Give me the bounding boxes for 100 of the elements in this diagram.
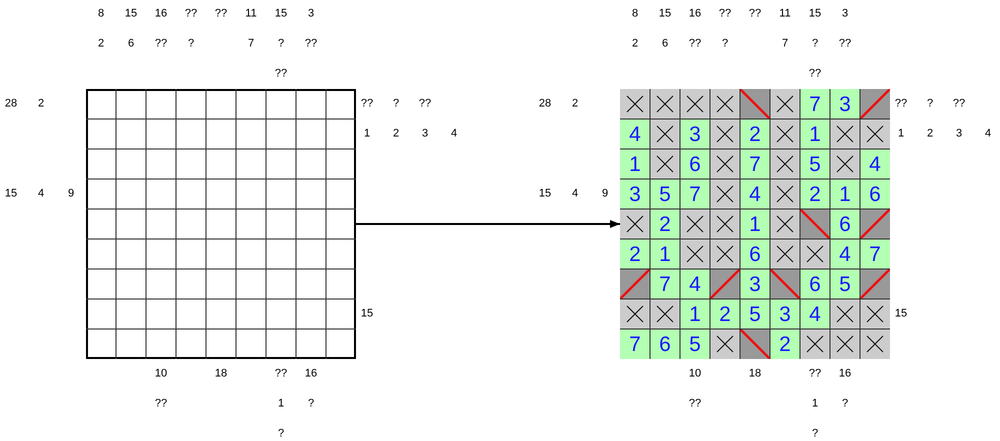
clue-number: 16	[154, 8, 168, 20]
cell-digit: 4	[869, 153, 881, 177]
clue-number: ?	[392, 98, 400, 110]
cell-digit: 7	[659, 273, 671, 297]
clue-number: ?	[278, 38, 284, 50]
clue-number: 28	[4, 98, 18, 110]
clue-number: ??	[418, 98, 432, 110]
clue-number: 2	[38, 98, 44, 110]
cell-digit: 1	[689, 303, 701, 327]
puzzle-grid	[620, 89, 890, 359]
cell-digit: 2	[809, 183, 821, 207]
clue-number: 11	[779, 8, 791, 20]
clue-number: ??	[838, 38, 852, 50]
clue-number: 3	[422, 128, 428, 140]
cell-digit: 7	[749, 153, 761, 177]
cell-digit: 3	[779, 303, 791, 327]
clue-number: 1	[898, 128, 904, 140]
cell-digit: 6	[659, 333, 671, 357]
cell-digit: 7	[869, 243, 881, 267]
cell-digit: 5	[659, 183, 671, 207]
cell-digit: 2	[629, 243, 641, 267]
clue-number: ??	[718, 8, 732, 20]
clue-number: 4	[450, 128, 458, 140]
clue-number: 16	[688, 8, 702, 20]
clue-number: 2	[98, 38, 104, 50]
clue-number: 1	[812, 398, 818, 410]
clue-number: 15	[274, 8, 288, 20]
clue-number: 2	[392, 128, 400, 140]
clue-number: ??	[184, 8, 198, 20]
clue-number: ?	[278, 428, 284, 440]
clue-number: ??	[808, 368, 822, 380]
clue-number: 15	[124, 8, 138, 20]
cell-digit: 2	[749, 123, 761, 147]
clue-number: 2	[572, 98, 578, 110]
cell-digit: 7	[629, 333, 641, 357]
cell-digit: 6	[869, 183, 881, 207]
cell-digit: 4	[749, 183, 761, 207]
cell-digit: 5	[809, 153, 821, 177]
cell-digit: 1	[749, 213, 761, 237]
clue-number: 16	[838, 368, 852, 380]
clue-number: ??	[214, 8, 228, 20]
cell-digit: 1	[809, 123, 821, 147]
clue-number: 18	[748, 368, 762, 380]
clue-number: ?	[308, 398, 314, 410]
clue-number: ??	[748, 8, 762, 20]
clue-number: 4	[572, 188, 578, 200]
clue-number: ??	[688, 38, 702, 50]
clue-number: ??	[154, 398, 168, 410]
clue-number: 10	[154, 368, 168, 380]
cell-digit: 5	[749, 303, 761, 327]
clue-number: 15	[808, 8, 822, 20]
clue-number: 2	[632, 38, 638, 50]
cell-digit: 2	[659, 213, 671, 237]
cell-digit: 2	[779, 333, 791, 357]
clue-number: 28	[538, 98, 552, 110]
clue-number: 15	[4, 188, 18, 200]
clue-number: 18	[214, 368, 228, 380]
clue-number: 9	[602, 188, 608, 200]
cell-digit: 5	[689, 333, 701, 357]
cell-digit: 4	[689, 273, 701, 297]
clue-number: ?	[842, 398, 848, 410]
clue-number: ?	[188, 38, 194, 50]
clue-number: 7	[248, 38, 254, 50]
cell-digit: 4	[629, 123, 641, 147]
clue-number: ?	[926, 98, 934, 110]
clue-number: 10	[688, 368, 702, 380]
cell-digit: 6	[809, 273, 821, 297]
cell-digit: 3	[629, 183, 641, 207]
cell-digit: 7	[809, 93, 821, 117]
clue-number: ??	[154, 38, 168, 50]
clue-number: 15	[538, 188, 552, 200]
cell-digit: 1	[839, 183, 851, 207]
clue-number: ??	[808, 68, 822, 80]
clue-number: 4	[984, 128, 992, 140]
clue-number: ??	[304, 38, 318, 50]
cell-digit: 3	[839, 93, 851, 117]
cell-digit: 4	[809, 303, 821, 327]
clue-number: 16	[304, 368, 318, 380]
clue-number: 15	[360, 308, 374, 320]
clue-number: ??	[894, 98, 908, 110]
cell-digit: 2	[719, 303, 731, 327]
cell-digit: 6	[689, 153, 701, 177]
clue-number: 8	[632, 8, 638, 20]
clue-number: 15	[894, 308, 908, 320]
clue-number: ??	[688, 398, 702, 410]
cell-digit: 3	[749, 273, 761, 297]
cell-digit: 4	[839, 243, 851, 267]
clue-number: 1	[364, 128, 370, 140]
clue-number: 15	[658, 8, 672, 20]
cell-digit: 3	[689, 123, 701, 147]
clue-number: ??	[952, 98, 966, 110]
clue-number: 3	[842, 8, 848, 20]
clue-number: 6	[128, 38, 134, 50]
clue-number: 6	[662, 38, 668, 50]
clue-number: ??	[274, 368, 288, 380]
clue-number: 3	[308, 8, 314, 20]
clue-number: 4	[38, 188, 44, 200]
cell-digit: 5	[839, 273, 851, 297]
clue-number: 11	[245, 8, 257, 20]
clue-number: ?	[722, 38, 728, 50]
